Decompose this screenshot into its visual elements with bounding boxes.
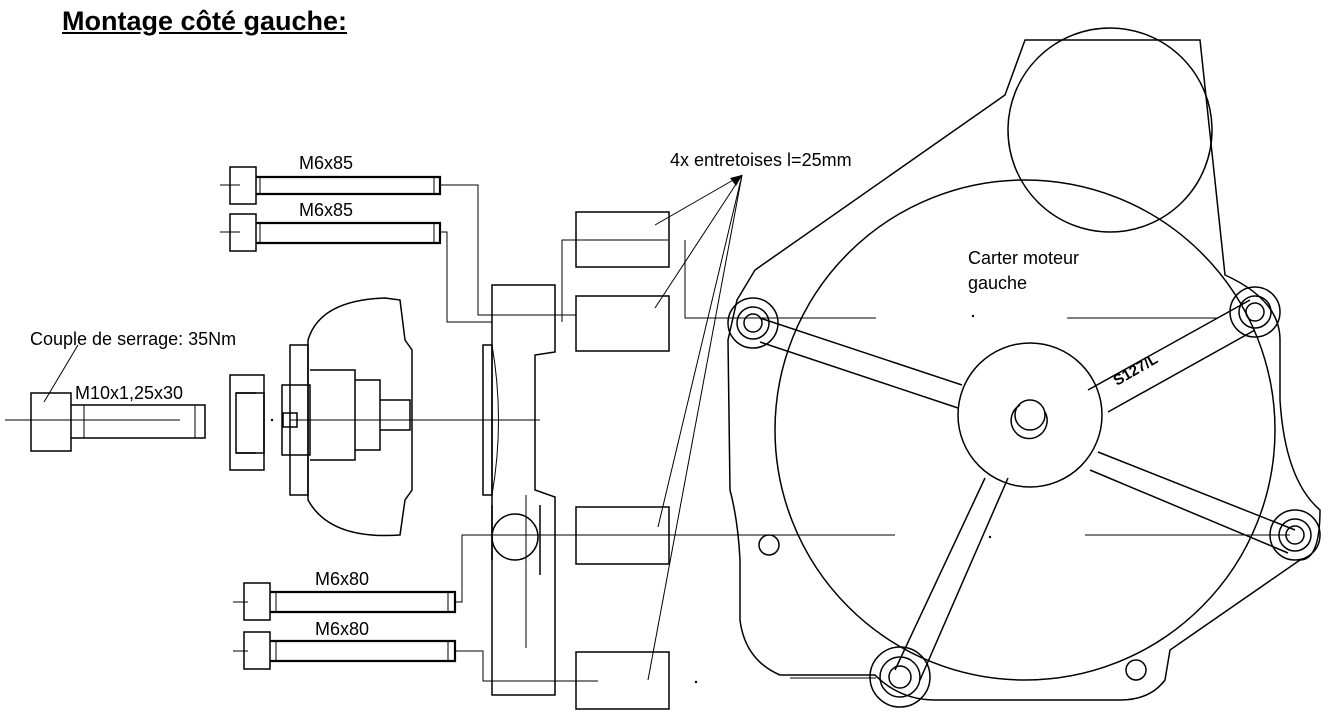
bolt-m6x80-b — [233, 631, 598, 682]
bolt-m6x85-b — [220, 213, 492, 323]
label-part-number: S127/L — [1111, 351, 1161, 390]
label-m6x80-b: M6x80 — [315, 619, 369, 639]
label-torque: Couple de serrage: 35Nm — [30, 329, 236, 349]
label-spacers: 4x entretoises l=25mm — [670, 150, 852, 170]
label-housing-line1: Carter moteur — [968, 248, 1079, 268]
label-m6x85-b: M6x85 — [299, 200, 353, 220]
center-lines — [561, 239, 1290, 679]
spacer-2 — [575, 295, 670, 352]
spacers — [575, 211, 670, 710]
label-m6x85-a: M6x85 — [299, 153, 353, 173]
bolt-m6x85-a — [220, 166, 576, 316]
mounting-plate — [482, 284, 556, 696]
bolt-m6x80-a — [233, 534, 895, 621]
label-m6x80-a: M6x80 — [315, 569, 369, 589]
clamp-body — [281, 297, 413, 537]
main-bolt — [5, 392, 540, 452]
spacer-leaders — [647, 174, 743, 681]
label-housing-line2: gauche — [968, 273, 1027, 293]
washer-nut — [229, 374, 265, 471]
label-main-bolt: M10x1,25x30 — [75, 383, 183, 403]
motor-housing — [694, 27, 1321, 708]
page-title: Montage côté gauche: — [62, 6, 348, 36]
torque-leader — [43, 344, 79, 403]
